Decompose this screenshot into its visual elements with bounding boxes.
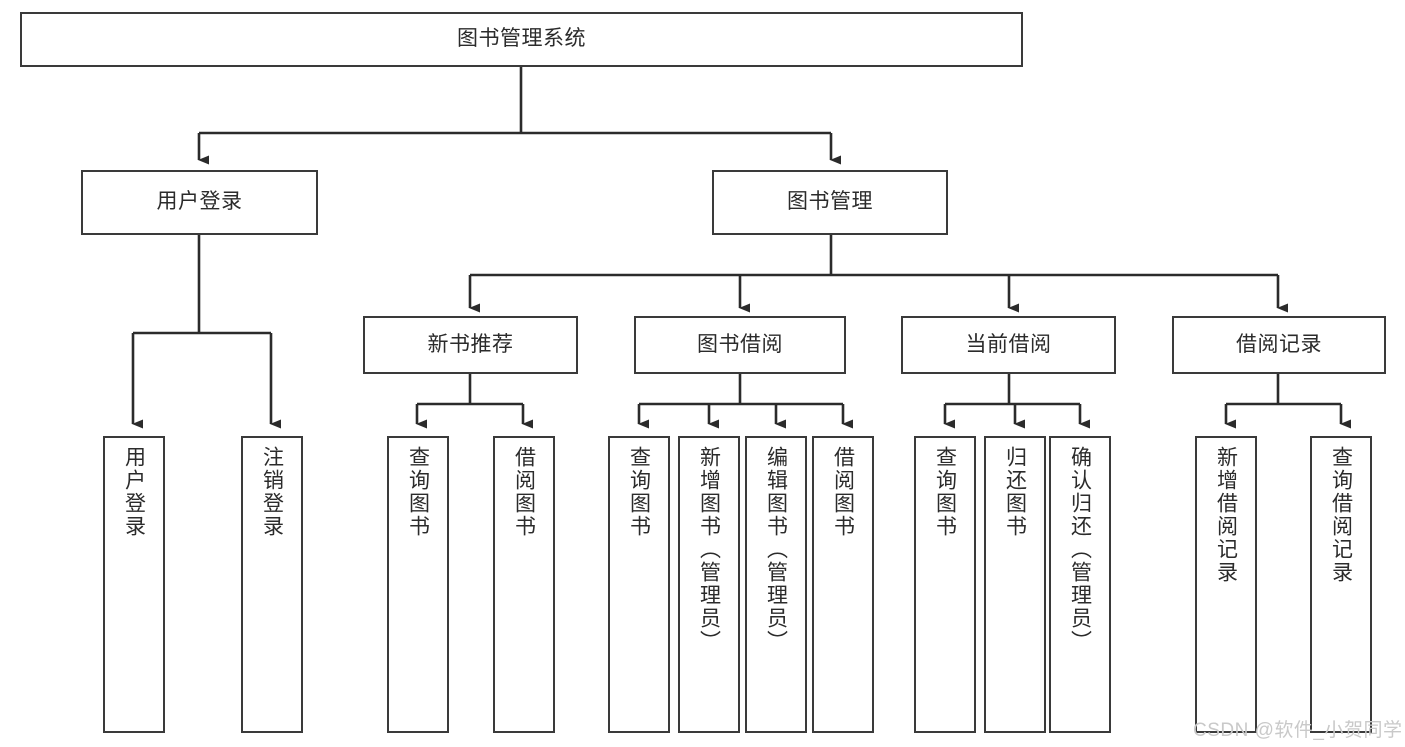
node-leaf-user-login[interactable]: 用户登录 — [103, 436, 165, 733]
node-leaf-borrow-book-1[interactable]: 借阅图书 — [493, 436, 555, 733]
node-book-borrow-label: 图书借阅 — [697, 332, 783, 356]
node-current-borrow-label: 当前借阅 — [965, 332, 1052, 356]
node-user-login-label: 用户登录 — [156, 190, 243, 214]
node-user-login[interactable]: 用户登录 — [81, 170, 318, 235]
node-leaf-query-book-3[interactable]: 查询图书 — [914, 436, 976, 733]
csdn-watermark: CSDN @软件_小贺同学 — [1193, 720, 1403, 741]
node-leaf-query-book-1-label: 查询图书 — [406, 446, 430, 538]
node-leaf-borrow-book-2[interactable]: 借阅图书 — [812, 436, 874, 733]
node-leaf-query-book-1[interactable]: 查询图书 — [387, 436, 449, 733]
node-leaf-query-book-3-label: 查询图书 — [933, 446, 957, 538]
node-leaf-query-book-2-label: 查询图书 — [627, 446, 651, 538]
node-leaf-query-record[interactable]: 查询借阅记录 — [1310, 436, 1372, 733]
node-leaf-borrow-book-2-label: 借阅图书 — [831, 446, 855, 538]
node-leaf-return-book[interactable]: 归还图书 — [984, 436, 1046, 733]
node-new-book-rec[interactable]: 新书推荐 — [363, 316, 578, 374]
node-leaf-query-record-label: 查询借阅记录 — [1329, 446, 1353, 584]
node-leaf-user-login-label: 用户登录 — [122, 446, 146, 538]
node-book-borrow[interactable]: 图书借阅 — [634, 316, 846, 374]
node-leaf-edit-book[interactable]: 编辑图书（管理员） — [745, 436, 807, 733]
node-root-label: 图书管理系统 — [457, 27, 586, 51]
node-leaf-logout-login[interactable]: 注销登录 — [241, 436, 303, 733]
node-book-manage-label: 图书管理 — [787, 190, 873, 214]
node-leaf-add-record-label: 新增借阅记录 — [1214, 446, 1238, 584]
node-leaf-query-book-2[interactable]: 查询图书 — [608, 436, 670, 733]
node-leaf-add-book-label: 新增图书（管理员） — [697, 446, 721, 653]
node-leaf-logout-login-label: 注销登录 — [260, 446, 284, 538]
node-leaf-edit-book-label: 编辑图书（管理员） — [764, 446, 788, 653]
node-current-borrow[interactable]: 当前借阅 — [901, 316, 1116, 374]
node-leaf-confirm-return-label: 确认归还（管理员） — [1068, 446, 1092, 653]
node-leaf-add-book[interactable]: 新增图书（管理员） — [678, 436, 740, 733]
node-leaf-borrow-book-1-label: 借阅图书 — [512, 446, 536, 538]
node-root[interactable]: 图书管理系统 — [20, 12, 1023, 67]
node-leaf-confirm-return[interactable]: 确认归还（管理员） — [1049, 436, 1111, 733]
node-book-manage[interactable]: 图书管理 — [712, 170, 948, 235]
node-borrow-record-label: 借阅记录 — [1236, 332, 1322, 356]
node-new-book-rec-label: 新书推荐 — [427, 332, 514, 356]
node-leaf-return-book-label: 归还图书 — [1003, 446, 1027, 538]
node-leaf-add-record[interactable]: 新增借阅记录 — [1195, 436, 1257, 733]
node-borrow-record[interactable]: 借阅记录 — [1172, 316, 1386, 374]
